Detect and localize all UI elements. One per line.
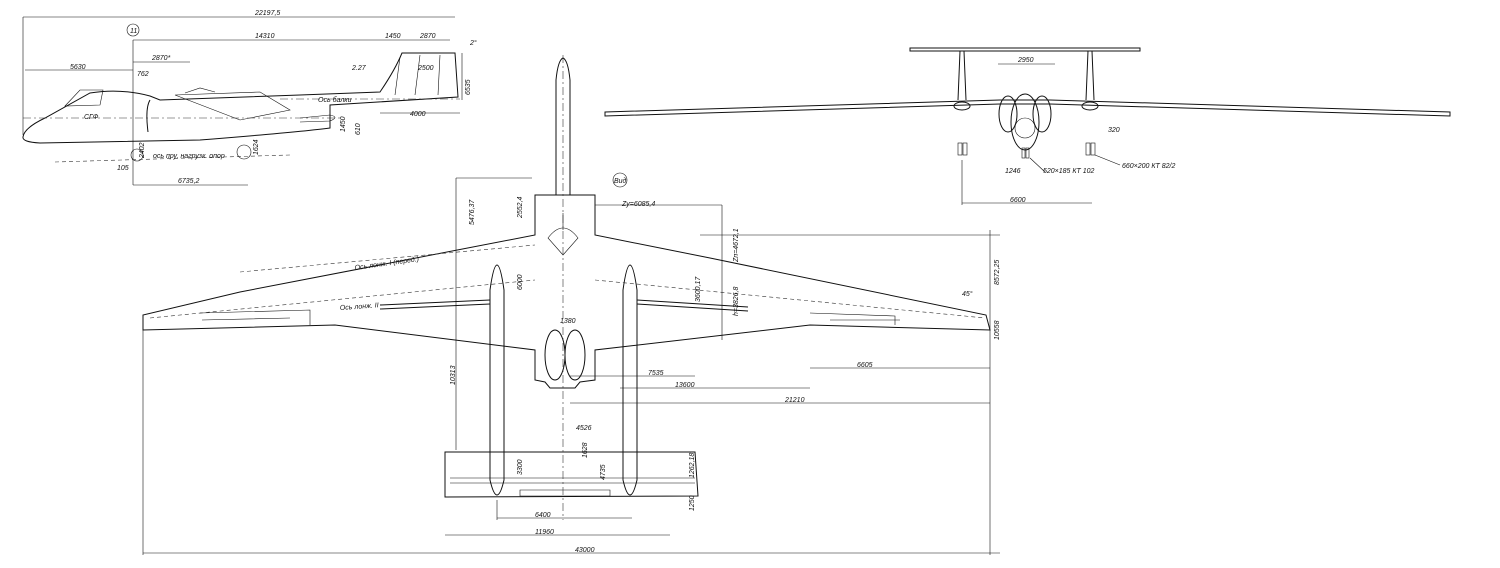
dim-label: 13600 (675, 382, 695, 389)
dim-label: 2870 (419, 33, 436, 40)
dim-label: 1628 (582, 442, 589, 458)
dim-label: 2402 (139, 142, 146, 159)
dim-label: 2950 (1017, 57, 1034, 64)
ground-note: ось пру. нагрузк. опор (153, 153, 225, 160)
plan-view: Вид 5476,37 2552,4 Zу=6085,4 Zп=4672,1 h… (142, 55, 1001, 555)
beam-axis-label: Ось балки (318, 96, 352, 104)
dim-label: 5476,37 (469, 199, 476, 225)
dim-label: 6735,2 (178, 178, 200, 185)
dim-label: 7535 (648, 370, 664, 377)
front-view: 2950 320 660×200 КТ 82/2 520×185 КТ 102 … (604, 47, 1451, 205)
view-marker (612, 172, 628, 188)
dim-label: 3300 (517, 459, 524, 475)
frame-marker-label: 11 (130, 28, 137, 35)
dim-label: 610 (355, 123, 362, 135)
spar-axis-label: Ось лонж. II (340, 302, 379, 312)
dim-label: 2552,4 (517, 196, 524, 219)
dim-label: 6605 (857, 362, 873, 369)
dim-label: 21210 (784, 397, 805, 404)
dim-label: 1450 (385, 33, 401, 40)
dim-label: 1380 (560, 318, 576, 325)
dim-label: 5630 (70, 64, 86, 71)
dim-label: 6400 (535, 512, 551, 519)
view-marker-label: Вид (614, 177, 627, 185)
dim-label: 45° (962, 290, 973, 298)
dim-label: Zу=6085,4 (621, 201, 655, 208)
dim-label: 1246 (1005, 168, 1021, 175)
dim-label: 1624 (253, 139, 260, 155)
dim-label: 3600,17 (695, 276, 702, 302)
dim-label: 4000 (410, 111, 426, 118)
dim-label: h=3826,8 (733, 287, 740, 316)
dim-label: 10558 (994, 320, 1001, 340)
dim-label: 10313 (450, 365, 457, 385)
nose-tire-label: 520×185 КТ 102 (1043, 168, 1095, 175)
dim-label: 14310 (255, 33, 275, 40)
dim-label: 2° (469, 39, 477, 47)
track-label: 6600 (1010, 197, 1026, 204)
dim-label: 4735 (600, 464, 607, 480)
dim-label: 762 (137, 71, 149, 78)
dim-label: 105 (117, 165, 129, 172)
dim-label: 2.27 (351, 65, 367, 72)
main-tire-label: 660×200 КТ 82/2 (1122, 163, 1175, 170)
frame-marker (126, 23, 140, 37)
dim-label: 1250 (689, 495, 696, 511)
dim-label: 11960 (535, 529, 554, 536)
sgf-label: СГФ (84, 114, 99, 121)
dim-label: 6535 (465, 79, 472, 95)
dim-label: 6000 (517, 274, 524, 290)
dim-label: Zп=4672,1 (733, 228, 740, 263)
span-label: 43000 (575, 547, 595, 554)
side-view: 22197,5 11 14310 1450 2870 2° 5630 2870*… (22, 10, 477, 186)
dim-label: 4526 (576, 425, 592, 432)
dim-label: 8572,25 (994, 260, 1001, 285)
dim-label: 320 (1108, 127, 1120, 134)
dim-label: 2500 (417, 65, 434, 72)
overall-length-label: 22197,5 (254, 10, 280, 17)
spar-axis-label: Ось лонж. I (перед.) (354, 255, 419, 272)
dim-label: 1262,18 (689, 453, 696, 478)
dim-label: 2870* (151, 55, 171, 62)
dim-label: 1450 (340, 116, 347, 132)
